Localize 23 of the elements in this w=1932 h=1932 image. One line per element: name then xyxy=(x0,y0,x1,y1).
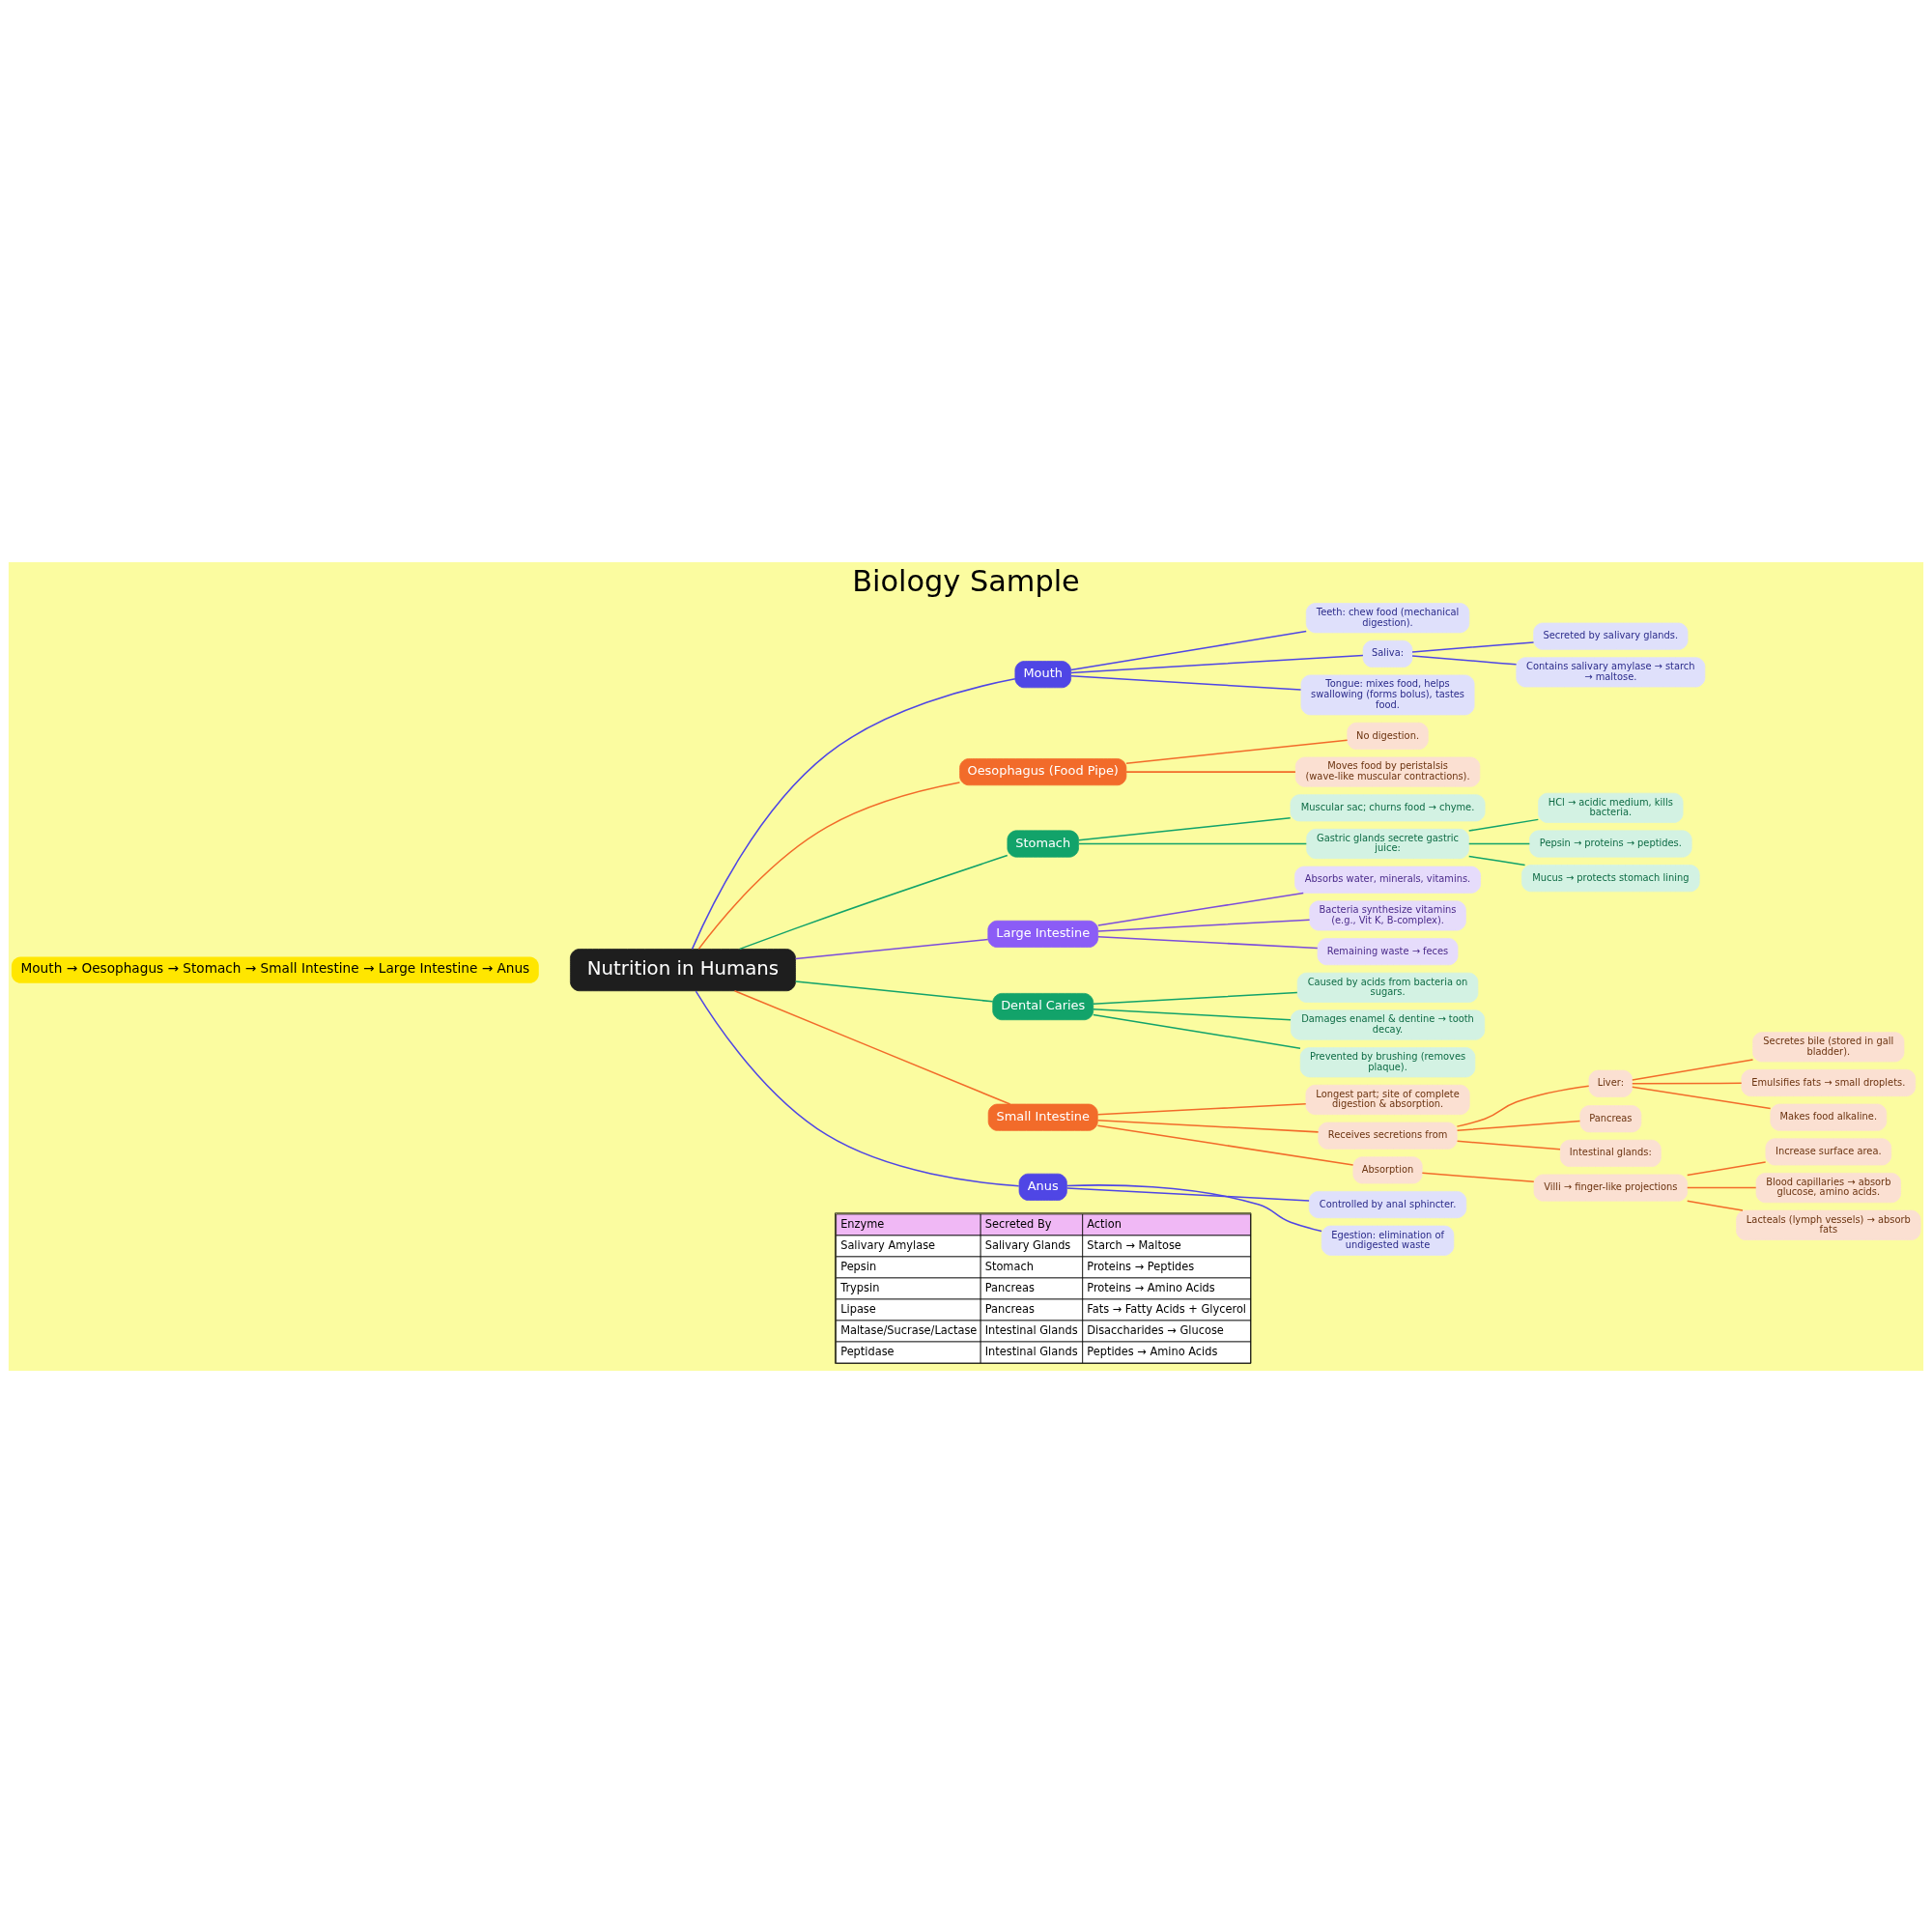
label: Pancreas xyxy=(984,1280,1035,1294)
label: Disaccharides → Glucose xyxy=(1087,1322,1224,1337)
label: Intestinal Glands xyxy=(984,1322,1078,1337)
label: Intestinal Glands xyxy=(984,1344,1078,1358)
label: Salivary Amylase xyxy=(840,1237,936,1252)
label: Proteins → Amino Acids xyxy=(1087,1280,1215,1294)
label: Mouth → Oesophagus → Stomach → Small Intestine → Large Intestine → Anus xyxy=(20,959,530,976)
label: Action xyxy=(1087,1216,1122,1231)
label: Trypsin xyxy=(840,1280,880,1294)
label: Stomach xyxy=(984,1259,1034,1273)
label: Pepsin xyxy=(840,1259,877,1273)
label: Salivary Glands xyxy=(984,1237,1071,1252)
label: Peptides → Amino Acids xyxy=(1087,1344,1218,1358)
label: Pancreas xyxy=(984,1301,1035,1316)
label: Fats → Fatty Acids + Glycerol xyxy=(1087,1301,1247,1316)
label: Peptidase xyxy=(840,1344,895,1358)
label: Enzyme xyxy=(840,1216,885,1231)
label: Maltase/Sucrase/Lactase xyxy=(840,1322,978,1337)
diagram-title: Biology Sample xyxy=(852,563,1080,598)
label: Secreted By xyxy=(984,1216,1052,1231)
label: Lipase xyxy=(840,1301,876,1316)
label: Starch → Maltose xyxy=(1087,1237,1181,1252)
label: Proteins → Peptides xyxy=(1087,1259,1195,1273)
